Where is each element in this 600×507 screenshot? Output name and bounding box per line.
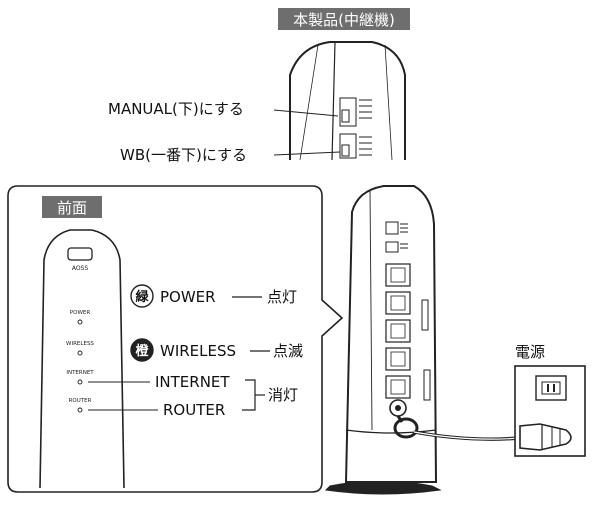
top-mode-switch	[339, 97, 372, 127]
front-device-outline	[39, 229, 125, 489]
orange-char: 橙	[135, 343, 149, 359]
aoss-label: AOSS	[72, 265, 89, 272]
front-panel-box: 前面 AOSS POWER WIRELESS INTERNET ROUTER 緑…	[7, 185, 344, 493]
router-led	[77, 407, 83, 413]
manual-callout: MANUAL(下)にする	[108, 100, 244, 118]
top-detail: 本製品(中継機) MANUAL(下)にする WB(一番下)にする	[108, 8, 410, 164]
orange-color-badge	[130, 338, 154, 362]
power-state: 点灯	[267, 288, 297, 306]
power-plug	[519, 423, 572, 451]
power-led	[77, 319, 83, 325]
led-label-internet: INTERNET	[66, 370, 94, 376]
off-state: 消灯	[268, 386, 298, 404]
power-outlet: 電源	[514, 343, 586, 457]
main-device	[324, 185, 521, 495]
top-wb-switch	[339, 133, 372, 159]
green-color-badge	[130, 284, 154, 308]
outlet-title: 電源	[515, 343, 545, 361]
led-label-wireless: WIRELESS	[66, 341, 94, 347]
internet-led	[77, 379, 83, 385]
front-title: 前面	[57, 199, 87, 217]
wireless-led	[77, 350, 83, 356]
aoss-button	[67, 247, 93, 261]
wireless-name: WIRELESS	[160, 342, 236, 360]
wb-callout: WB(一番下)にする	[120, 146, 247, 164]
top-title: 本製品(中継機)	[293, 11, 395, 29]
green-char: 緑	[135, 289, 149, 305]
internet-name: INTERNET	[155, 373, 230, 391]
wireless-state: 点滅	[273, 342, 303, 360]
led-label-power: POWER	[70, 310, 91, 316]
top-title-bg	[278, 8, 410, 30]
router-name: ROUTER	[163, 401, 225, 419]
power-name: POWER	[160, 288, 216, 306]
front-title-bg	[42, 196, 102, 218]
led-label-router: ROUTER	[69, 398, 92, 404]
lan-ports	[385, 263, 411, 399]
